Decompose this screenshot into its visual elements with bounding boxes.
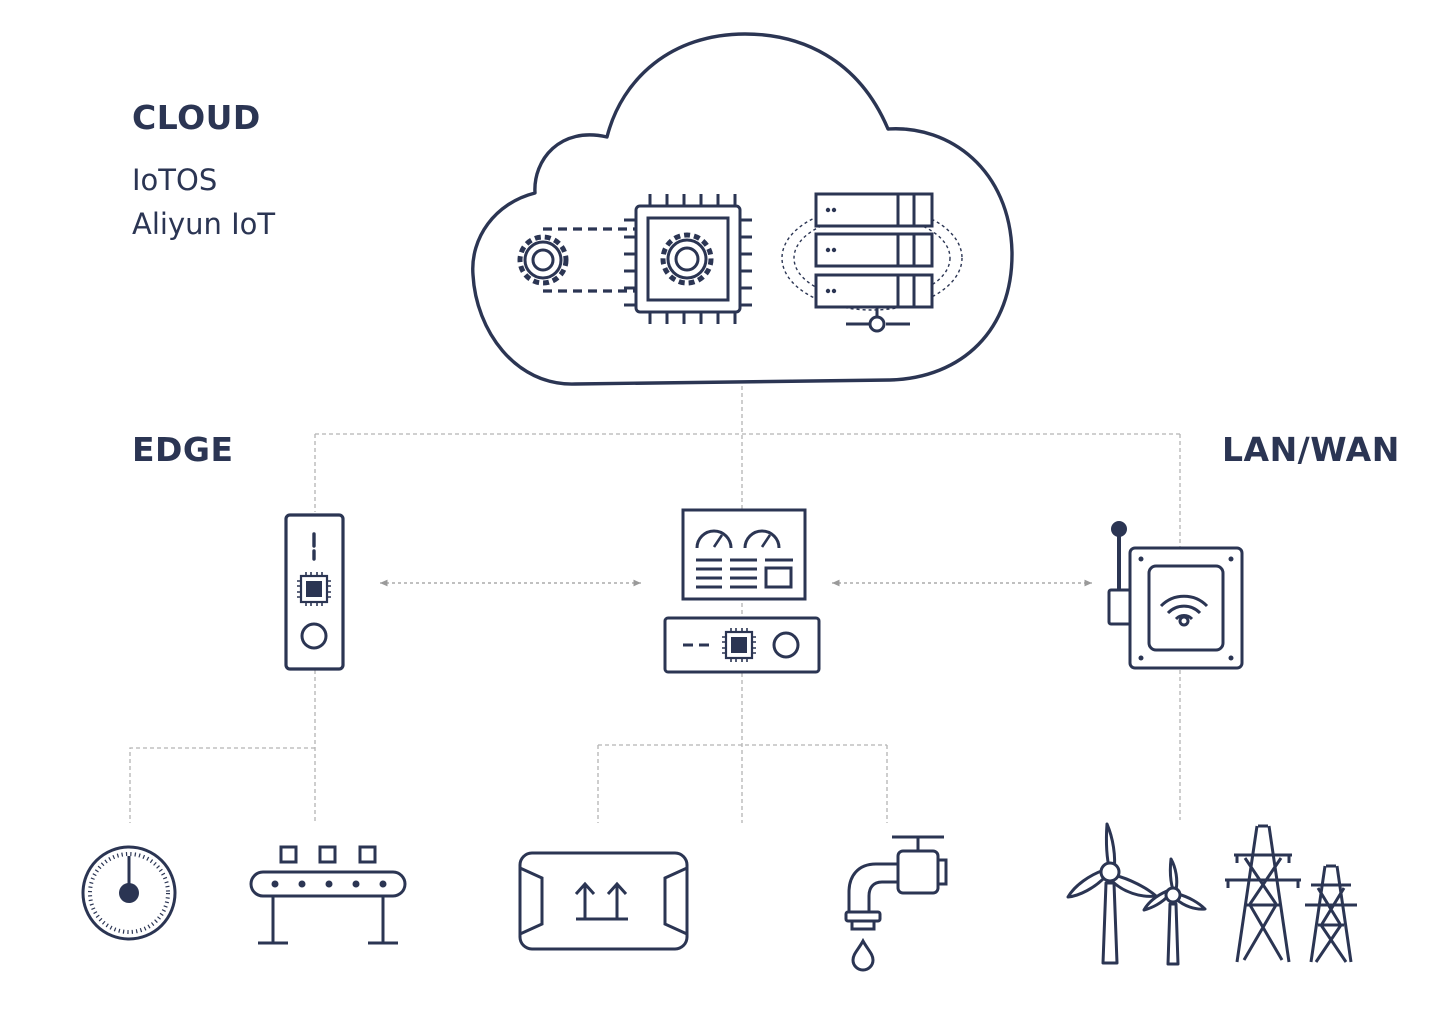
lan-wan-title: LAN/WAN [1222, 430, 1400, 469]
wind-turbine-icon [1066, 822, 1207, 966]
conveyor-rollers [271, 880, 387, 888]
connector-lines [129, 386, 1181, 823]
cloud-platform-list: IoTOS Aliyun IoT [132, 158, 275, 246]
cloud-platform-aliyun: Aliyun IoT [132, 207, 276, 241]
edge-title: EDGE [132, 430, 234, 469]
cpu-chip-icon [624, 194, 752, 324]
edge-gateway-icon [284, 513, 345, 671]
cloud-platform-iotos: IoTOS [132, 163, 218, 197]
cloud-title: CLOUD [132, 98, 261, 137]
connector-center-devices [597, 744, 888, 823]
connector-left-devices [129, 670, 316, 823]
server-rack-icon [781, 192, 963, 333]
power-tower-icon [1225, 824, 1357, 963]
container-icon [518, 851, 689, 951]
wireless-router-icon [1107, 521, 1244, 670]
water-tap-icon [844, 835, 948, 972]
pressure-gauge-icon [81, 845, 177, 941]
gear-icon [517, 234, 569, 286]
conveyor-belt-icon [249, 845, 407, 945]
controller-chip-icon [720, 626, 758, 664]
router-screws [1138, 556, 1234, 661]
cloud-icon [471, 32, 1014, 386]
